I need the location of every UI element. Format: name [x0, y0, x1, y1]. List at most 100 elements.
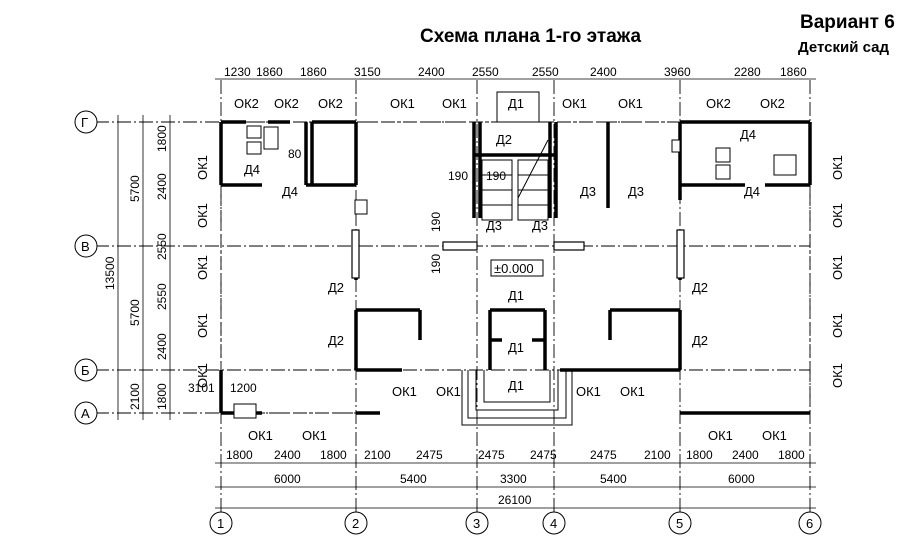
svg-text:1800: 1800 — [226, 448, 253, 462]
left-dimension-lines: 13500 5700 5700 2100 1800 2400 2550 2550… — [103, 115, 171, 420]
svg-text:2550: 2550 — [155, 233, 169, 260]
window-label: ОК1 — [562, 96, 587, 111]
window-label: ОК1 — [302, 428, 327, 443]
svg-text:5400: 5400 — [600, 472, 627, 486]
window-label: ОК1 — [830, 155, 845, 180]
svg-text:2475: 2475 — [590, 448, 617, 462]
door-label: Д4 — [740, 127, 756, 142]
door-label: Д1 — [508, 378, 524, 393]
door-label: Д4 — [744, 184, 760, 199]
window-label: ОК2 — [318, 96, 343, 111]
svg-text:4: 4 — [550, 516, 557, 531]
svg-text:3: 3 — [473, 516, 480, 531]
door-panels — [351, 229, 685, 279]
svg-text:2550: 2550 — [472, 65, 499, 79]
variant-label: Вариант 6 — [800, 12, 895, 33]
svg-text:2100: 2100 — [364, 448, 391, 462]
window-label: ОК1 — [248, 428, 273, 443]
window-label: ОК1 — [708, 428, 733, 443]
window-label: ОК1 — [620, 384, 645, 399]
window-label: ОК2 — [234, 96, 259, 111]
svg-text:1: 1 — [217, 516, 224, 531]
window-label: ОК1 — [195, 363, 210, 388]
svg-text:2550: 2550 — [155, 283, 169, 310]
svg-text:5: 5 — [676, 516, 683, 531]
svg-text:2475: 2475 — [530, 448, 557, 462]
axis-bubbles-numbers: 1 2 3 4 5 6 — [209, 511, 822, 535]
window-label: ОК2 — [760, 96, 785, 111]
door-label: Д1 — [508, 288, 524, 303]
window-label: ОК1 — [762, 428, 787, 443]
bottom-dimension-lines: 1800 2400 1800 2100 2475 2475 2475 2475 … — [215, 448, 816, 509]
window-label: ОК1 — [442, 96, 467, 111]
window-label: ОК1 — [195, 155, 210, 180]
svg-text:3101: 3101 — [188, 381, 215, 395]
small-dimensions: 190 190 190 190 80 3101 1200 — [188, 147, 506, 395]
svg-text:190: 190 — [429, 212, 443, 232]
door-label: Д1 — [508, 96, 524, 111]
svg-text:2: 2 — [352, 516, 359, 531]
window-label: ОК2 — [274, 96, 299, 111]
outer-boundary — [220, 121, 811, 414]
svg-text:2475: 2475 — [478, 448, 505, 462]
svg-text:2400: 2400 — [590, 65, 617, 79]
staircase — [481, 139, 549, 221]
door-label: Д4 — [282, 184, 298, 199]
svg-text:Г: Г — [81, 115, 88, 130]
top-dimension-line: 1230 1860 1860 3150 2400 2550 2550 2400 … — [215, 65, 816, 80]
window-label: ОК1 — [195, 313, 210, 338]
building-type-label: Детский сад — [798, 39, 889, 56]
svg-text:Б: Б — [81, 363, 90, 378]
svg-text:1860: 1860 — [300, 65, 327, 79]
svg-text:2100: 2100 — [644, 448, 671, 462]
door-label: Д2 — [328, 280, 344, 295]
window-label: ОК1 — [392, 384, 417, 399]
plan-title: Схема плана 1-го этажа — [420, 26, 641, 47]
walls — [219, 120, 812, 415]
door-label: Д2 — [496, 132, 512, 147]
svg-text:1800: 1800 — [778, 448, 805, 462]
svg-text:6000: 6000 — [274, 472, 301, 486]
svg-text:1800: 1800 — [320, 448, 347, 462]
window-label: ОК1 — [618, 96, 643, 111]
window-label: ОК1 — [195, 255, 210, 280]
svg-text:1860: 1860 — [256, 65, 283, 79]
plumbing-fixtures — [233, 125, 797, 419]
svg-text:1800: 1800 — [155, 383, 169, 410]
svg-text:190: 190 — [486, 169, 506, 183]
door-labels: Д1 Д2 Д4 Д4 Д4 Д4 Д3 Д3 Д3 Д3 Д2 Д2 Д2 Д… — [244, 96, 760, 393]
svg-text:3960: 3960 — [664, 65, 691, 79]
svg-text:1230: 1230 — [224, 65, 251, 79]
svg-text:190: 190 — [429, 254, 443, 274]
svg-text:1860: 1860 — [780, 65, 807, 79]
svg-text:1800: 1800 — [155, 125, 169, 152]
svg-text:1800: 1800 — [686, 448, 713, 462]
svg-text:2400: 2400 — [155, 333, 169, 360]
door-label: Д4 — [244, 162, 260, 177]
svg-text:А: А — [81, 406, 90, 421]
svg-text:2400: 2400 — [155, 173, 169, 200]
door-label: Д2 — [692, 280, 708, 295]
door-label: Д3 — [580, 184, 596, 199]
svg-text:3300: 3300 — [500, 472, 527, 486]
svg-text:80: 80 — [288, 147, 302, 161]
svg-text:2475: 2475 — [416, 448, 443, 462]
entrance-porch — [461, 91, 573, 426]
window-label: ОК1 — [390, 96, 415, 111]
door-label: Д2 — [328, 333, 344, 348]
window-label: ОК1 — [830, 363, 845, 388]
door-label: Д2 — [692, 333, 708, 348]
svg-text:2400: 2400 — [418, 65, 445, 79]
window-label: ОК1 — [436, 384, 461, 399]
door-label: Д3 — [628, 184, 644, 199]
svg-text:В: В — [81, 239, 90, 254]
window-label: ОК1 — [195, 203, 210, 228]
window-label: ОК1 — [830, 255, 845, 280]
svg-text:5700: 5700 — [128, 299, 142, 326]
window-label: ОК2 — [706, 96, 731, 111]
door-label: Д3 — [532, 218, 548, 233]
svg-text:1200: 1200 — [230, 381, 257, 395]
svg-text:2280: 2280 — [734, 65, 761, 79]
window-label: ОК1 — [830, 203, 845, 228]
